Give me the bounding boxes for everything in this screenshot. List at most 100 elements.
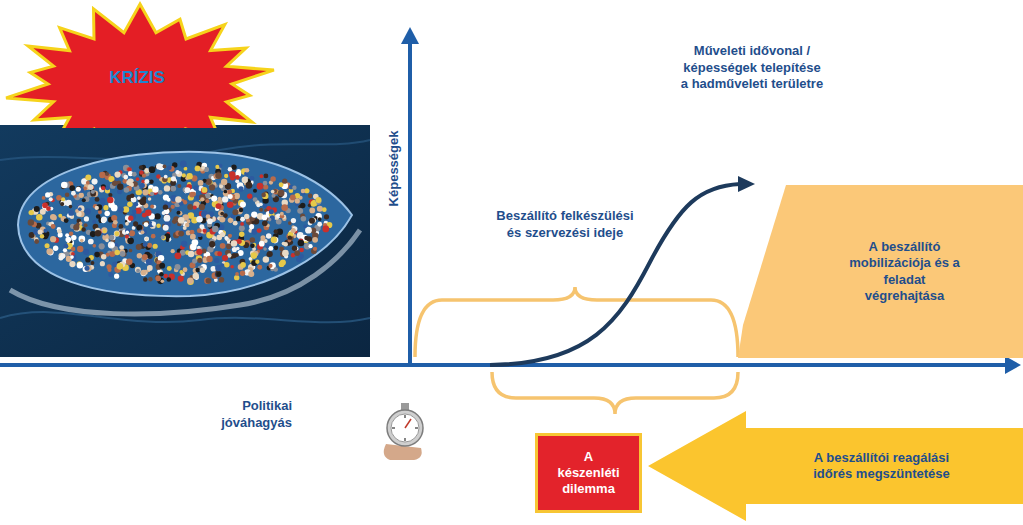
person-dot (163, 194, 169, 200)
sea-background (0, 125, 370, 357)
person-dot (187, 278, 194, 285)
crisis-burst: KRÍZIS (0, 0, 280, 128)
person-dot (240, 262, 246, 268)
person-dot (42, 196, 46, 200)
person-dot (51, 224, 56, 229)
node-text: A beszállítói reagálási időrés megszünte… (797, 450, 967, 483)
person-dot (167, 266, 172, 271)
person-dot (292, 186, 296, 190)
person-dot (175, 170, 179, 174)
person-dot (282, 242, 286, 246)
person-dot (71, 252, 75, 256)
person-dot (124, 187, 130, 193)
person-dot (278, 190, 285, 197)
person-dot (222, 196, 228, 202)
person-dot (202, 229, 206, 233)
person-dot (251, 211, 257, 217)
person-dot (224, 190, 228, 194)
stopwatch-crown (401, 403, 409, 410)
person-dot (303, 225, 307, 229)
person-dot (43, 229, 47, 233)
person-dot (228, 234, 232, 238)
person-dot (198, 180, 204, 186)
person-dot (175, 252, 182, 259)
person-dot (263, 173, 268, 178)
person-dot (68, 210, 74, 216)
person-dot (250, 237, 256, 243)
person-dot (156, 276, 160, 280)
person-dot (236, 247, 240, 251)
person-dot (135, 267, 141, 273)
person-dot (141, 270, 147, 276)
axis-arrowhead (1005, 356, 1021, 374)
person-dot (142, 174, 146, 178)
person-dot (187, 278, 193, 284)
person-dot (177, 184, 181, 188)
person-dot (281, 204, 288, 211)
y-axis (408, 40, 412, 367)
person-dot (142, 189, 148, 195)
person-dot (224, 174, 228, 178)
person-dot (266, 253, 270, 257)
phase-label-slot: Beszállító felkészülési és szervezési id… (493, 207, 638, 243)
person-dot (40, 209, 46, 215)
person-dot (249, 176, 254, 181)
person-dot (109, 251, 115, 257)
person-dot (159, 263, 165, 269)
person-dot (105, 172, 109, 176)
person-dot (83, 249, 89, 255)
person-dot (69, 251, 74, 256)
person-dot (259, 202, 263, 206)
person-dot (85, 257, 90, 262)
person-dot (133, 221, 138, 226)
person-dot (183, 200, 187, 204)
person-dot (190, 230, 195, 235)
person-dot (221, 179, 227, 185)
person-dot (107, 268, 111, 272)
person-dot (309, 208, 315, 214)
person-dot (136, 269, 140, 273)
person-dot (107, 197, 114, 204)
person-dot (288, 235, 292, 239)
person-dot (88, 184, 94, 190)
stopwatch-icon (384, 403, 423, 460)
person-dot (50, 214, 56, 220)
stopwatch-face (391, 414, 419, 442)
person-dot (257, 228, 262, 233)
person-dot (36, 214, 43, 221)
person-dot (308, 194, 313, 199)
person-dot (65, 192, 70, 197)
arrow-fill (648, 411, 1023, 521)
person-dot (130, 193, 135, 198)
person-dot (193, 273, 199, 279)
person-dot (307, 236, 312, 241)
person-dot (84, 223, 88, 227)
person-dot (139, 198, 146, 205)
person-dot (185, 187, 191, 193)
axis-label-slot: Képességek (386, 130, 403, 206)
person-dot (163, 204, 168, 209)
person-dot (125, 228, 130, 233)
capability-axis (401, 27, 419, 367)
person-dot (236, 169, 241, 174)
person-dot (164, 215, 171, 222)
person-dot (161, 235, 165, 239)
person-dot (282, 250, 289, 257)
person-dot (248, 271, 254, 277)
person-dot (112, 180, 118, 186)
person-dot (235, 175, 240, 180)
person-dot (149, 166, 156, 173)
person-dot (212, 226, 219, 233)
person-dot (317, 222, 322, 227)
box-fill (537, 435, 641, 512)
person-dot (316, 197, 322, 203)
person-dot (140, 230, 144, 234)
person-dot (217, 272, 221, 276)
person-dot (137, 253, 142, 258)
tick (392, 427, 395, 428)
person-dot (224, 262, 229, 267)
person-dot (309, 218, 315, 224)
person-dot (244, 214, 249, 219)
person-dot (124, 188, 128, 192)
person-dot (114, 231, 119, 236)
